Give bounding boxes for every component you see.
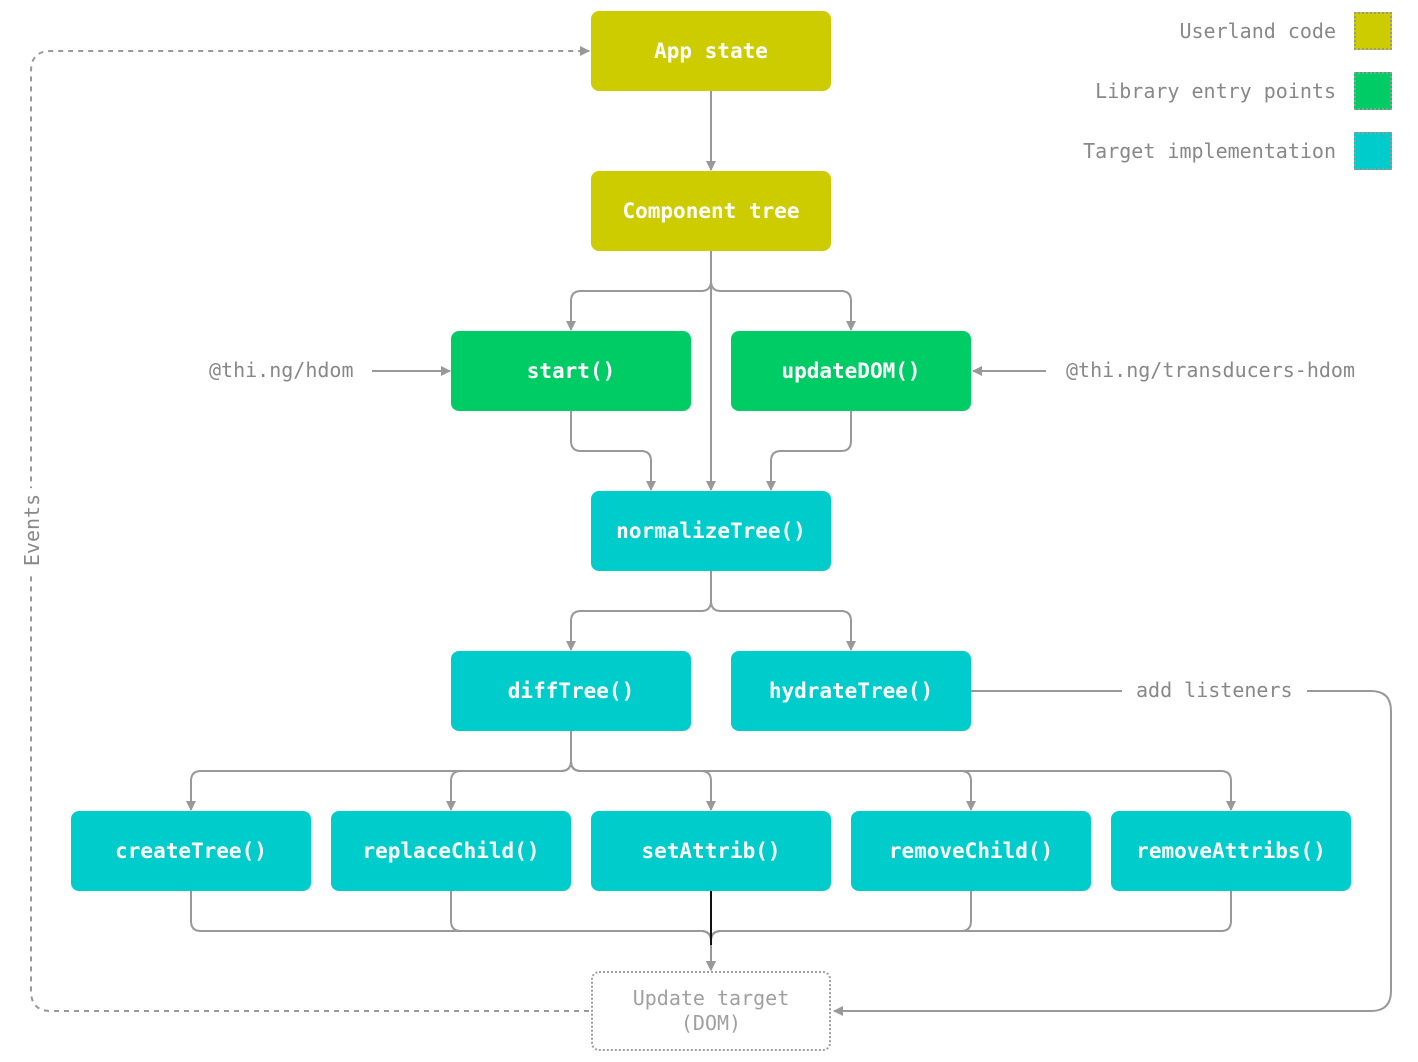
node-diff-tree: diffTree() bbox=[451, 651, 691, 731]
node-remove-child: removeChild() bbox=[851, 811, 1091, 891]
legend-userland: Userland code bbox=[1179, 12, 1392, 50]
legend-entry-points: Library entry points bbox=[1095, 72, 1392, 110]
edge-updatedom-to-normalize bbox=[766, 411, 852, 491]
legend-target-impl: Target implementation bbox=[1083, 132, 1392, 170]
legend-swatch bbox=[1354, 132, 1392, 170]
edge-diff-to-removeattribs bbox=[570, 731, 1236, 811]
edge-start-to-normalize bbox=[570, 411, 656, 491]
edge-hydrate-to-target bbox=[833, 690, 1392, 1016]
node-label: normalizeTree() bbox=[616, 519, 806, 543]
edge-replace-to-target bbox=[450, 891, 716, 971]
node-label-line1: Update target bbox=[632, 986, 790, 1010]
node-normalize-tree: normalizeTree() bbox=[591, 491, 831, 571]
node-app-state: App state bbox=[591, 11, 831, 91]
node-label: removeAttribs() bbox=[1136, 839, 1326, 863]
node-label: replaceChild() bbox=[362, 839, 540, 863]
legend-label: Userland code bbox=[1179, 19, 1336, 43]
node-set-attrib: setAttrib() bbox=[591, 811, 831, 891]
edge-diff-to-replace bbox=[446, 731, 572, 811]
node-label: hydrateTree() bbox=[768, 679, 934, 703]
label-add-listeners: add listeners bbox=[1122, 678, 1307, 702]
node-update-dom: updateDOM() bbox=[731, 331, 971, 411]
node-label: setAttrib() bbox=[641, 839, 781, 863]
edge-component-to-start bbox=[566, 251, 712, 331]
label-events-wrap: Events bbox=[2, 487, 62, 573]
legend-label: Target implementation bbox=[1083, 139, 1336, 163]
edge-normalize-to-diff bbox=[566, 571, 712, 651]
node-replace-child: replaceChild() bbox=[331, 811, 571, 891]
node-create-tree: createTree() bbox=[71, 811, 311, 891]
node-start: start() bbox=[451, 331, 691, 411]
node-component-tree: Component tree bbox=[591, 171, 831, 251]
label-hdom: @thi.ng/hdom bbox=[209, 358, 354, 382]
node-label: diffTree() bbox=[507, 679, 635, 703]
legend-label: Library entry points bbox=[1095, 79, 1336, 103]
node-label: Component tree bbox=[622, 199, 800, 223]
node-update-target: Update target (DOM) bbox=[591, 971, 831, 1051]
node-label: App state bbox=[654, 39, 768, 63]
node-label: removeChild() bbox=[888, 839, 1054, 863]
label-transducers-hdom: @thi.ng/transducers-hdom bbox=[1066, 358, 1355, 382]
edge-component-to-updatedom bbox=[710, 251, 856, 331]
node-label: start() bbox=[526, 359, 616, 383]
edge-normalize-to-hydrate bbox=[710, 571, 856, 651]
node-remove-attribs: removeAttribs() bbox=[1111, 811, 1351, 891]
node-hydrate-tree: hydrateTree() bbox=[731, 651, 971, 731]
legend-swatch bbox=[1354, 12, 1392, 50]
node-label: createTree() bbox=[115, 839, 267, 863]
label-events: Events bbox=[20, 487, 44, 573]
legend-swatch bbox=[1354, 72, 1392, 110]
node-label: updateDOM() bbox=[781, 359, 921, 383]
node-label-line2: (DOM) bbox=[680, 1011, 742, 1035]
